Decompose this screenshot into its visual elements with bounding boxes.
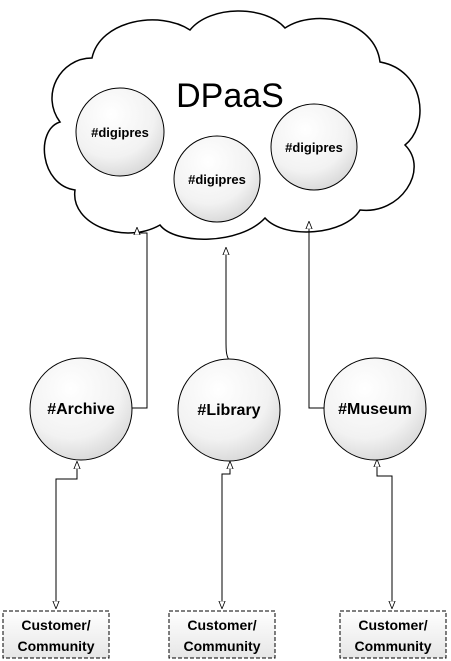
customer-box: Customer/ Community [339, 610, 447, 659]
customer-box: Customer/ Community [168, 610, 276, 659]
bubble-label: #digipres [285, 140, 343, 155]
digipres-bubble: #digipres [270, 103, 358, 191]
edge-customer-library [222, 462, 230, 608]
bubble-label: #digipres [91, 125, 149, 140]
museum-node: #Museum [323, 357, 427, 461]
digipres-bubble: #digipres [75, 87, 165, 177]
museum-label: #Museum [338, 401, 412, 418]
edge-customer-archive [56, 462, 77, 608]
archive-node: #Archive [29, 357, 133, 461]
edge-library-to-cloud [226, 248, 229, 361]
customer-line1: Customer/ [21, 617, 90, 633]
edge-museum-to-cloud [309, 222, 325, 409]
edge-customer-museum [377, 460, 392, 608]
customer-line2: Community [184, 638, 261, 654]
customer-line1: Customer/ [187, 617, 256, 633]
customer-line1: Customer/ [358, 617, 427, 633]
edge-archive-to-cloud [123, 228, 148, 409]
customer-line2: Community [355, 638, 432, 654]
archive-label: #Archive [47, 401, 115, 418]
digipres-bubble: #digipres [173, 135, 261, 223]
library-node: #Library [177, 358, 281, 462]
library-label: #Library [197, 402, 260, 419]
customer-line2: Community [18, 638, 95, 654]
cloud-title: DPaaS [176, 77, 284, 115]
bubble-label: #digipres [188, 172, 246, 187]
customer-box: Customer/ Community [2, 610, 110, 659]
